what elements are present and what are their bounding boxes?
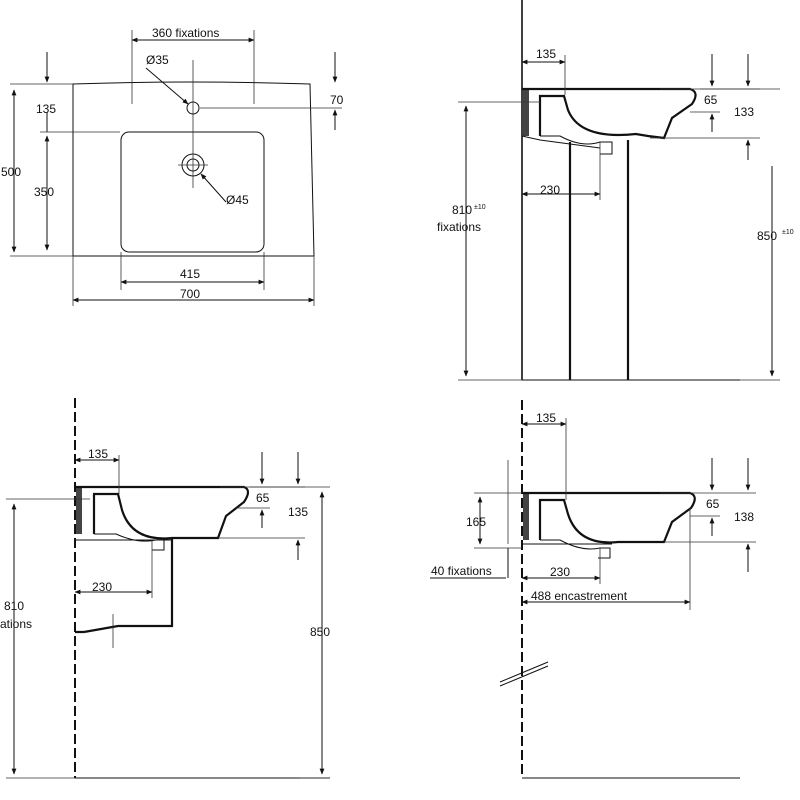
label-fixations: fixations: [0, 617, 32, 631]
dim-700: 700: [180, 287, 200, 301]
dim-500: 500: [1, 165, 21, 179]
dim-65: 65: [704, 93, 718, 107]
basin-section: [75, 485, 250, 540]
dim-135: 135: [536, 47, 556, 61]
dim-135-right: 135: [288, 505, 308, 519]
basin-section: [522, 491, 696, 544]
dim-360-fixations: 360 fixations: [152, 26, 219, 40]
dim-65: 65: [706, 497, 720, 511]
dim-350: 350: [34, 185, 54, 199]
dim-810-tolerance: ±10: [474, 204, 486, 211]
dim-165: 165: [466, 515, 486, 529]
dim-230: 230: [540, 183, 560, 197]
dim-850: 850: [310, 625, 330, 639]
built-in-view: 135 65 138 165 40 fixations 230 488 enca…: [430, 400, 756, 779]
dim-230: 230: [92, 580, 112, 594]
dim-810: 810: [4, 599, 24, 613]
bowl-outline: [120, 131, 265, 253]
dim-70: 70: [330, 93, 344, 107]
basin-section: [522, 87, 697, 140]
dim-230: 230: [550, 565, 570, 579]
break-symbol: [499, 661, 549, 683]
dim-810: 810: [452, 203, 472, 217]
pedestal: [568, 140, 630, 380]
dim-diameter-35: Ø35: [146, 53, 169, 67]
dim-133: 133: [734, 105, 754, 119]
label-fixations: fixations: [437, 220, 481, 234]
dim-135: 135: [536, 411, 556, 425]
pedestal-view: 135 65 133 230 810 ±10 fixations 850 ±10: [437, 0, 794, 381]
semi-pedestal: [75, 538, 174, 634]
dim-65: 65: [256, 491, 270, 505]
dim-40-fixations: 40 fixations: [431, 564, 492, 578]
dim-diameter-45: Ø45: [226, 193, 249, 207]
dim-850-tolerance: ±10: [782, 229, 794, 236]
dim-415: 415: [180, 267, 200, 281]
dim-850: 850: [757, 229, 777, 243]
dim-488-encastrement: 488 encastrement: [531, 589, 628, 603]
dim-138: 138: [734, 510, 754, 524]
dim-135-top: 135: [88, 447, 108, 461]
dim-135: 135: [36, 102, 56, 116]
basin-outline: [72, 81, 315, 257]
semi-pedestal-view: 135 65 135 230 810 fixations 850: [0, 398, 330, 779]
top-view: 360 fixations Ø35 Ø45 500 135 350 70 415…: [1, 26, 344, 306]
